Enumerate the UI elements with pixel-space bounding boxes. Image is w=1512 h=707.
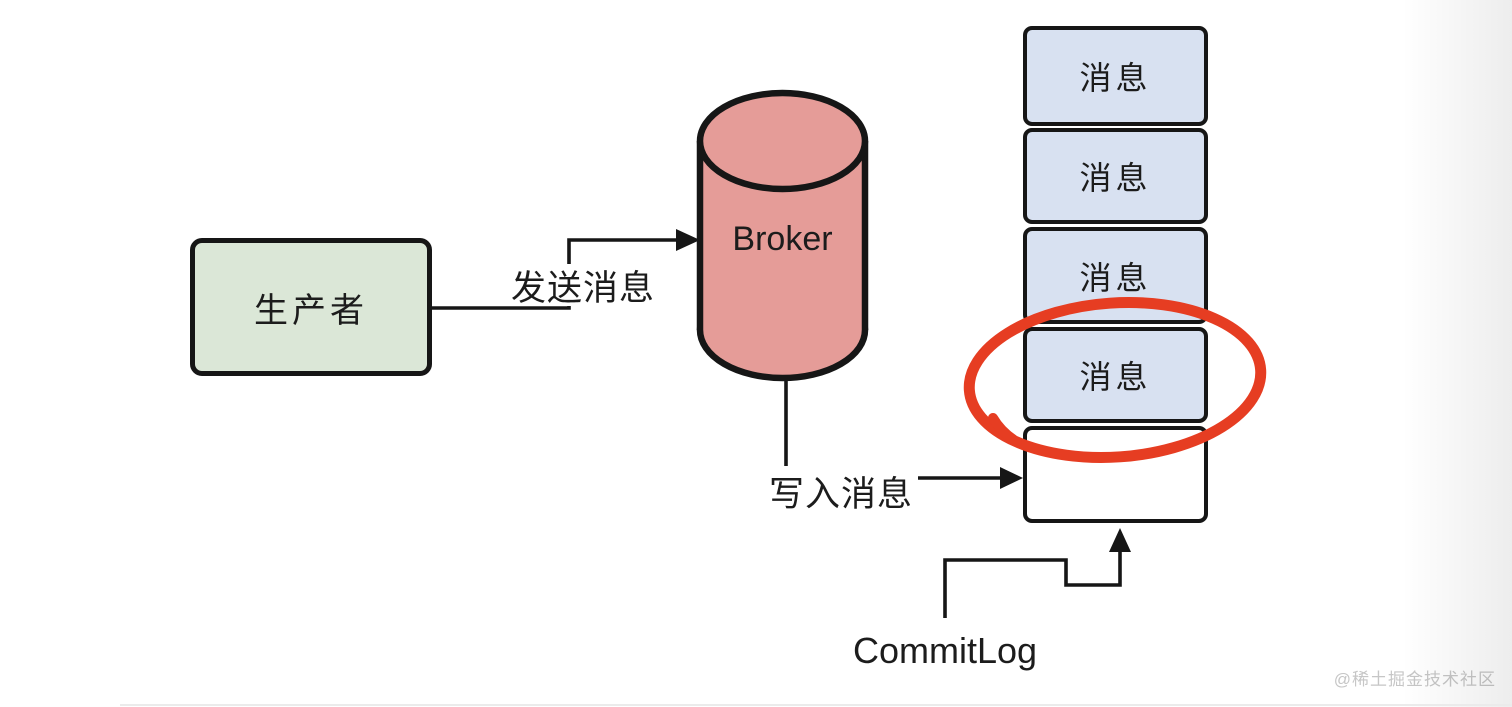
producer-node: 生产者 [190,238,432,376]
queue-slot-label: 消息 [1079,60,1152,96]
watermark-text: @稀土掘金技术社区 [1320,664,1496,690]
bottom-hairline [120,704,1512,706]
page-edge-shade [1402,0,1512,707]
send-flow-label: 发送消息 [506,264,660,308]
commitlog-arrowhead-icon [1109,528,1131,552]
queue-slot-3: 消息 [1023,227,1208,324]
write-flow-label: 写入消息 [764,470,918,514]
queue-slot-1: 消息 [1023,26,1208,126]
commitlog-label: CommitLog [852,630,1038,671]
producer-label: 生产者 [254,291,368,330]
broker-cylinder-bottom [696,278,869,382]
commitlog-arrow-line [943,551,1122,618]
highlight-circle-overlap-stroke [988,413,1022,447]
send-arrowhead-icon [676,229,700,251]
write-arrowhead-icon [1000,467,1023,489]
queue-slot-2: 消息 [1023,128,1208,224]
queue-slot-label: 消息 [1079,259,1152,296]
broker-label: Broker [732,219,833,258]
queue-slot-4-highlighted: 消息 [1023,327,1208,423]
queue-slot-label: 消息 [1079,160,1152,196]
queue-slot-label: 消息 [1079,359,1152,395]
broker-cylinder-top [696,89,869,193]
queue-slot-empty [1023,426,1208,523]
